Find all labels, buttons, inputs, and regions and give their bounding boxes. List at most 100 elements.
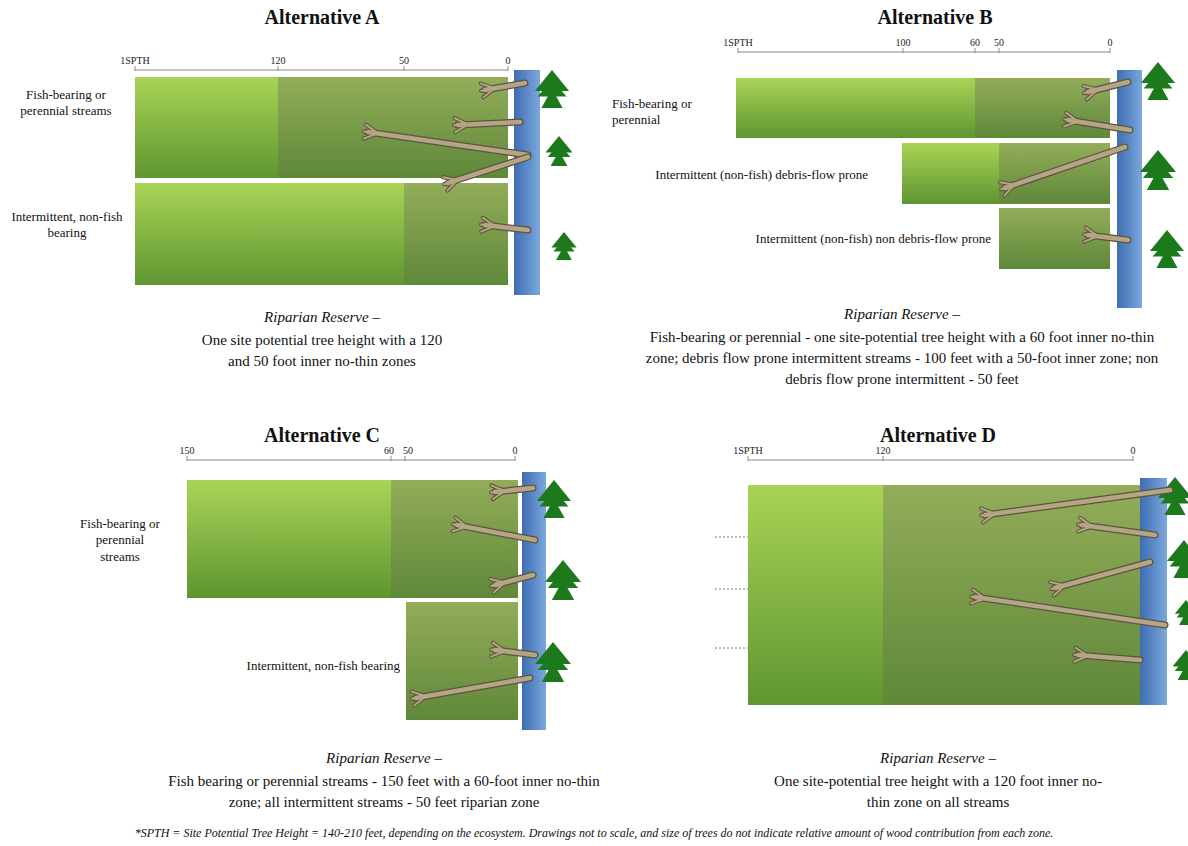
scale-tick-label: 50 (984, 37, 1014, 48)
thin-zone (902, 143, 999, 204)
caption-heading: Riparian Reserve – (172, 309, 472, 326)
tree-icon (1173, 650, 1188, 680)
footnote: *SPTH = Site Potential Tree Height = 140… (4, 826, 1184, 841)
panel-illustration (187, 456, 581, 730)
no-thin-zone (883, 485, 1140, 705)
tree-icon (1167, 540, 1188, 578)
fallen-log (491, 643, 535, 657)
fallen-log (1078, 518, 1155, 535)
scale-tick-label: 0 (488, 55, 528, 66)
scale-tick (748, 456, 749, 461)
tree-icon (1150, 230, 1184, 268)
stream-type-label: Fish-bearing or perennial streams (75, 516, 165, 565)
fallen-log (443, 157, 528, 191)
panel-illustration (135, 66, 577, 295)
riparian-zone-band: Intermittent (non-fish) debris-flow pron… (902, 143, 1110, 204)
scale-line (187, 460, 515, 461)
caption-text: One site-potential tree height with a 12… (765, 771, 1111, 813)
scale-line (135, 70, 508, 71)
fallen-log (971, 590, 1165, 625)
no-thin-zone (975, 78, 1110, 138)
tree-icon (545, 560, 581, 600)
scale-tick (975, 48, 976, 53)
tree-icon (535, 70, 569, 108)
scale-tick-label: 60 (379, 445, 399, 456)
scale-tick-label: 120 (863, 445, 903, 456)
scale-tick (738, 48, 739, 53)
scale-tick-label: 1SPTH (115, 55, 155, 66)
fallen-log (491, 485, 533, 499)
fallen-log (1074, 648, 1140, 662)
tree-icon (1175, 600, 1188, 625)
riparian-zone-band: Fish-bearing or perennial streams (135, 77, 508, 178)
fallen-log (1083, 82, 1128, 100)
caption-text: Fish-bearing or perennial - one site-pot… (638, 327, 1166, 390)
fallen-log (453, 518, 535, 540)
panel-title: Alternative A (172, 6, 472, 29)
fallen-log (1000, 147, 1125, 196)
fallen-log (1064, 113, 1130, 130)
stream-type-label: Intermittent (non-fish) non debris-flow … (701, 231, 991, 247)
riparian-zone-band: Fish-bearing or perennial (736, 78, 1110, 138)
caption-text: One site potential tree height with a 12… (196, 330, 448, 372)
fallen-log (481, 83, 525, 97)
fallen-log (364, 125, 528, 155)
fallen-log (481, 218, 528, 232)
scale-line (738, 52, 1110, 53)
thin-zone (748, 485, 883, 705)
stream-channel (522, 472, 546, 730)
fallen-log (454, 118, 520, 132)
thin-zone (187, 480, 391, 598)
caption-text: Fish bearing or perennial streams - 150 … (168, 771, 600, 813)
fallen-log (981, 490, 1170, 522)
scale-tick (135, 66, 136, 71)
thin-zone (736, 78, 975, 138)
scale-tick-label: 50 (384, 55, 424, 66)
tree-icon (535, 642, 571, 682)
stream-type-label: Intermittent (non-fish) debris-flow pron… (598, 167, 868, 183)
scale-tick (405, 456, 406, 461)
scale-tick-label: 0 (1113, 445, 1153, 456)
riparian-zone-band: Fish-bearing or perennial streams (187, 480, 518, 598)
scale-tick (883, 456, 884, 461)
scale-tick (999, 48, 1000, 53)
stream-type-label: Intermittent, non-fish bearing (5, 209, 129, 242)
riparian-zone-band: Intermittent, non-fish bearing (135, 183, 508, 285)
scale-tick-label: 1SPTH (718, 37, 758, 48)
scale-tick (187, 456, 188, 461)
no-thin-zone (999, 208, 1110, 269)
scale-tick (515, 456, 516, 461)
scale-tick (508, 66, 509, 71)
scale-tick-label: 150 (167, 445, 207, 456)
scale-line (748, 460, 1133, 461)
scale-tick (903, 48, 904, 53)
tree-icon (537, 480, 571, 518)
scale-tick-label: 0 (495, 445, 535, 456)
scale-tick (1133, 456, 1134, 461)
stream-type-label: Fish-bearing or perennial (612, 96, 722, 129)
caption-heading: Riparian Reserve – (752, 306, 1052, 323)
thin-zone (135, 183, 404, 285)
tree-icon (1140, 150, 1176, 190)
panel-title: Alternative D (788, 424, 1088, 447)
stream-channel (1140, 478, 1167, 705)
caption-heading: Riparian Reserve – (234, 750, 534, 767)
no-thin-zone (404, 183, 508, 285)
riparian-zone-band: Intermittent (non-fish) non debris-flow … (999, 208, 1110, 269)
panel-title: Alternative B (785, 6, 1085, 29)
no-thin-zone (391, 480, 518, 598)
fallen-log (1084, 228, 1128, 242)
fallen-log (412, 678, 530, 705)
tree-icon (1158, 477, 1188, 515)
panel-title: Alternative C (172, 424, 472, 447)
scale-tick (278, 66, 279, 71)
fallen-log (490, 575, 533, 593)
panel-illustration (715, 456, 1188, 705)
scale-tick (1110, 48, 1111, 53)
tree-icon (546, 136, 573, 166)
riparian-zone-band: Intermittent, non-fish bearing (406, 602, 518, 720)
scale-tick-label: 60 (960, 37, 990, 48)
stream-channel (514, 70, 540, 295)
